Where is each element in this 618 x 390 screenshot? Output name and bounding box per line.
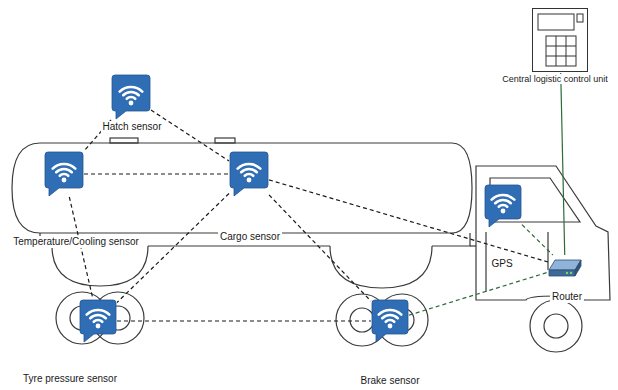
truck-cab bbox=[476, 166, 610, 300]
control-unit-node: Central logistic control unit bbox=[532, 8, 588, 72]
node-label: Temperature/Cooling sensor bbox=[11, 236, 141, 248]
node-label: Tyre pressure sensor bbox=[21, 373, 119, 385]
node-label: GPS bbox=[489, 258, 514, 270]
pin-icon bbox=[112, 75, 150, 119]
node-label: Cargo sensor bbox=[218, 231, 282, 243]
pin-icon bbox=[485, 185, 521, 227]
wheel-hub bbox=[544, 314, 568, 338]
network-link bbox=[561, 73, 565, 255]
router-node: Router bbox=[549, 256, 581, 278]
network-link bbox=[409, 272, 548, 315]
device-icon bbox=[532, 8, 588, 72]
pin-icon bbox=[80, 300, 116, 342]
wheel bbox=[530, 300, 582, 352]
cab-coupling bbox=[470, 245, 476, 246]
network-link bbox=[84, 173, 229, 174]
pin-icon bbox=[230, 152, 268, 196]
network-link bbox=[117, 320, 371, 321]
sensor-node: Cargo sensor bbox=[230, 152, 268, 196]
node-label: Hatch sensor bbox=[101, 121, 164, 133]
network-link bbox=[522, 225, 553, 255]
sensor-node: Tyre pressure sensor bbox=[80, 300, 116, 342]
network-link bbox=[69, 197, 93, 299]
pin-icon bbox=[45, 152, 83, 196]
sensor-node: Temperature/Cooling sensor bbox=[45, 152, 83, 196]
sensor-node: Brake sensor bbox=[372, 300, 408, 342]
wheel-hub bbox=[350, 308, 374, 332]
router-icon bbox=[549, 256, 581, 278]
network-link bbox=[269, 180, 548, 262]
tank-hatch bbox=[110, 138, 138, 143]
sensor-node: Hatch sensor bbox=[112, 75, 150, 119]
network-link bbox=[151, 110, 229, 161]
node-label: Central logistic control unit bbox=[500, 74, 610, 84]
tank-hatch bbox=[215, 138, 235, 143]
node-label: Router bbox=[550, 291, 584, 303]
wheel-fender bbox=[52, 246, 148, 286]
network-link bbox=[117, 193, 229, 302]
tank-body bbox=[12, 143, 472, 233]
sensor-node: GPS bbox=[485, 185, 521, 227]
network-link bbox=[269, 195, 371, 301]
node-label: Brake sensor bbox=[359, 375, 422, 387]
wheel-fender bbox=[330, 246, 432, 288]
pin-icon bbox=[372, 300, 408, 342]
